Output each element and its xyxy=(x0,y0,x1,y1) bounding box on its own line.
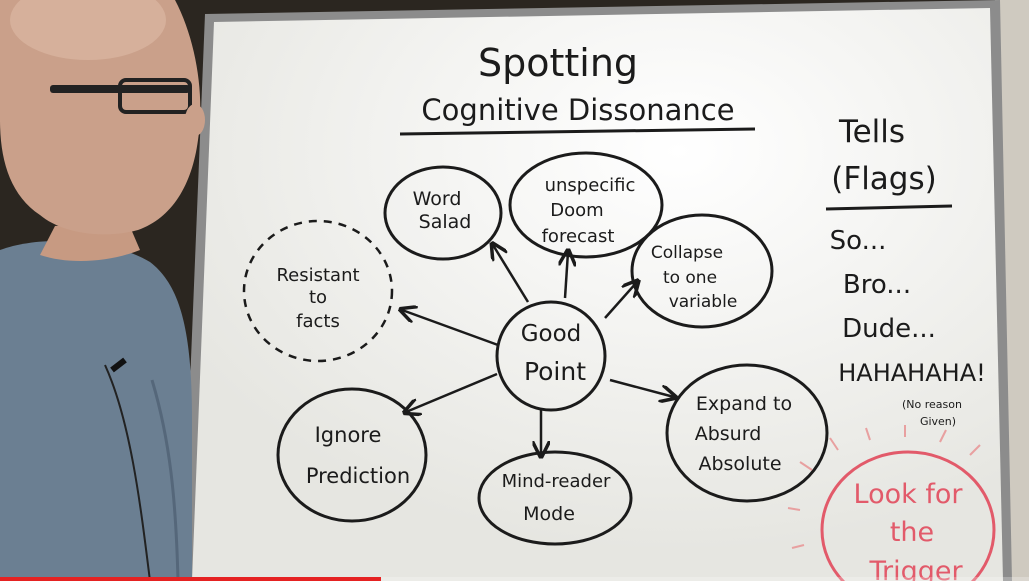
svg-text:the: the xyxy=(890,517,934,548)
tell-item: Bro... xyxy=(843,270,911,300)
node-mind-reader: Mind-reader Mode xyxy=(477,450,633,546)
node-center: Good Point xyxy=(495,300,607,412)
video-progress-bar[interactable] xyxy=(0,577,1029,581)
svg-text:Doom: Doom xyxy=(550,200,603,221)
tell-item: HAHAHAHA! xyxy=(838,359,985,387)
svg-text:Good: Good xyxy=(521,321,582,347)
board-title: Spotting xyxy=(478,41,638,85)
arrow-to-collapse-variable xyxy=(604,282,637,319)
svg-text:Point: Point xyxy=(524,357,586,386)
whiteboard xyxy=(182,0,1012,581)
svg-text:Word: Word xyxy=(413,188,462,210)
svg-text:Trigger: Trigger xyxy=(868,556,963,581)
svg-text:variable: variable xyxy=(669,292,738,312)
svg-text:to one: to one xyxy=(663,268,717,288)
title-underline xyxy=(399,127,756,136)
svg-text:Absolute: Absolute xyxy=(698,453,781,475)
arrow-to-word-salad xyxy=(493,245,530,303)
svg-text:to: to xyxy=(309,287,327,308)
flags-heading: (Flags) xyxy=(831,161,936,197)
svg-text:Look for: Look for xyxy=(854,479,964,510)
svg-text:Mode: Mode xyxy=(523,503,575,525)
svg-text:forecast: forecast xyxy=(542,226,615,247)
arrow-to-expand-absurd xyxy=(609,378,674,397)
node-resistant-facts: Resistant to facts xyxy=(242,219,394,363)
diagram-arrows xyxy=(402,245,674,455)
svg-text:Ignore: Ignore xyxy=(315,423,382,447)
svg-text:Salad: Salad xyxy=(419,211,472,233)
node-expand-absurd: Expand to Absurd Absolute xyxy=(665,363,829,503)
tell-note: Given) xyxy=(920,415,956,428)
tell-item: Dude... xyxy=(842,314,936,344)
arrow-to-doom-forecast xyxy=(565,252,568,299)
svg-text:Resistant: Resistant xyxy=(276,265,359,286)
board-subtitle: Cognitive Dissonance xyxy=(421,93,734,127)
svg-text:Mind-reader: Mind-reader xyxy=(502,471,611,492)
tells-list: Tells (Flags) So... Bro... Dude... HAHAH… xyxy=(825,114,986,428)
tells-heading: Tells xyxy=(838,114,905,150)
svg-text:unspecific: unspecific xyxy=(545,175,636,196)
svg-text:Expand to: Expand to xyxy=(696,393,792,415)
node-doom-forecast: unspecific Doom forecast xyxy=(508,151,664,259)
arrow-to-ignore-prediction xyxy=(406,372,498,412)
arrow-to-resistant-facts xyxy=(402,310,499,347)
tell-note: (No reason xyxy=(902,398,962,411)
video-progress-fill xyxy=(0,577,381,581)
svg-text:Collapse: Collapse xyxy=(651,243,723,263)
svg-text:Prediction: Prediction xyxy=(306,464,410,488)
trigger-callout: Look for the Trigger xyxy=(787,425,996,581)
presenter xyxy=(0,0,205,581)
tell-item: So... xyxy=(830,226,887,256)
svg-text:Absurd: Absurd xyxy=(695,423,762,445)
node-collapse-variable: Collapse to one variable xyxy=(630,213,774,329)
node-ignore-prediction: Ignore Prediction xyxy=(276,387,428,523)
svg-text:facts: facts xyxy=(296,311,340,332)
node-word-salad: Word Salad xyxy=(383,165,503,261)
